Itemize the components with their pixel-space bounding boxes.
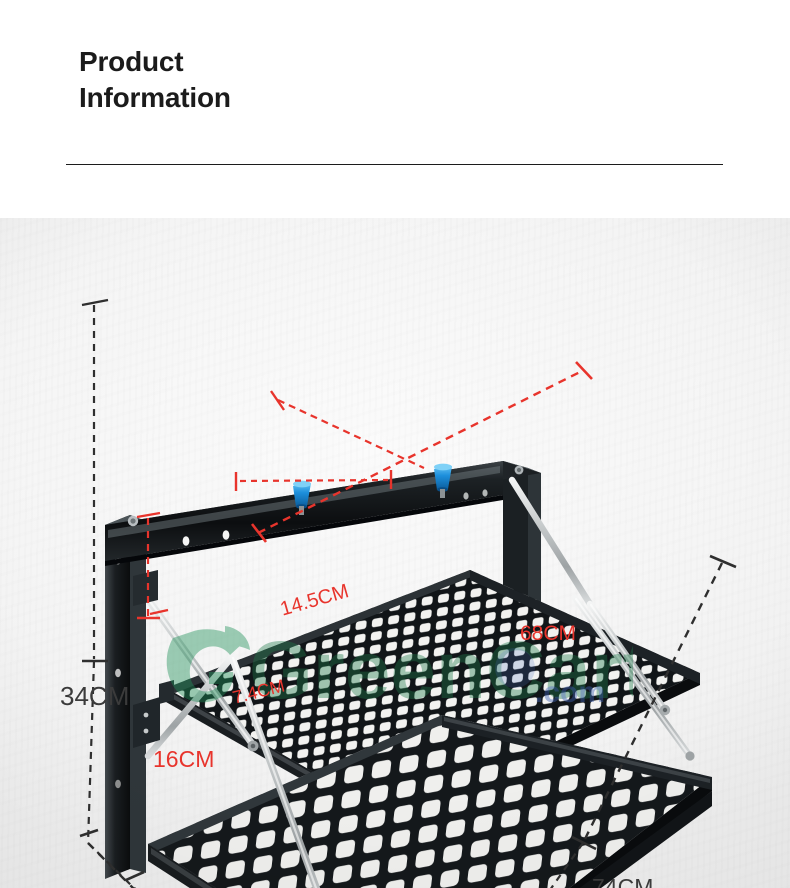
blue-thumb-knob-left	[293, 480, 311, 515]
support-strut-left-upper	[136, 584, 257, 749]
guide-74cm	[581, 562, 724, 844]
support-strut-left-lower	[144, 653, 321, 888]
hinge-bracket-left	[133, 697, 160, 748]
page-header: Product Information	[0, 0, 790, 218]
page-title: Product Information	[79, 46, 231, 113]
guide-34cm-tick-top	[81, 298, 109, 307]
dimension-guides	[79, 298, 737, 888]
support-strut-right-lower	[571, 594, 694, 760]
shelf-rack-illustration	[79, 298, 737, 888]
guide-16cm-tick-top	[136, 511, 161, 519]
guide-2-5cm-upper-tick	[149, 608, 169, 616]
hinge-bracket-left-top	[133, 570, 158, 606]
top-mounting-bar	[105, 461, 541, 566]
guide-7-4cm	[239, 478, 389, 483]
support-strut-right-upper	[508, 476, 669, 714]
strut-bolt-d	[685, 751, 695, 761]
guide-links	[86, 660, 135, 888]
pivot-bolt-top-right	[514, 465, 524, 475]
guide-14-5cm	[277, 399, 425, 469]
wall-mount-left-upright	[105, 515, 146, 879]
title-divider	[66, 164, 723, 165]
pivot-bolt-top-left	[127, 515, 139, 527]
blue-thumb-knob-right	[434, 463, 452, 498]
guide-68cm	[257, 369, 583, 535]
